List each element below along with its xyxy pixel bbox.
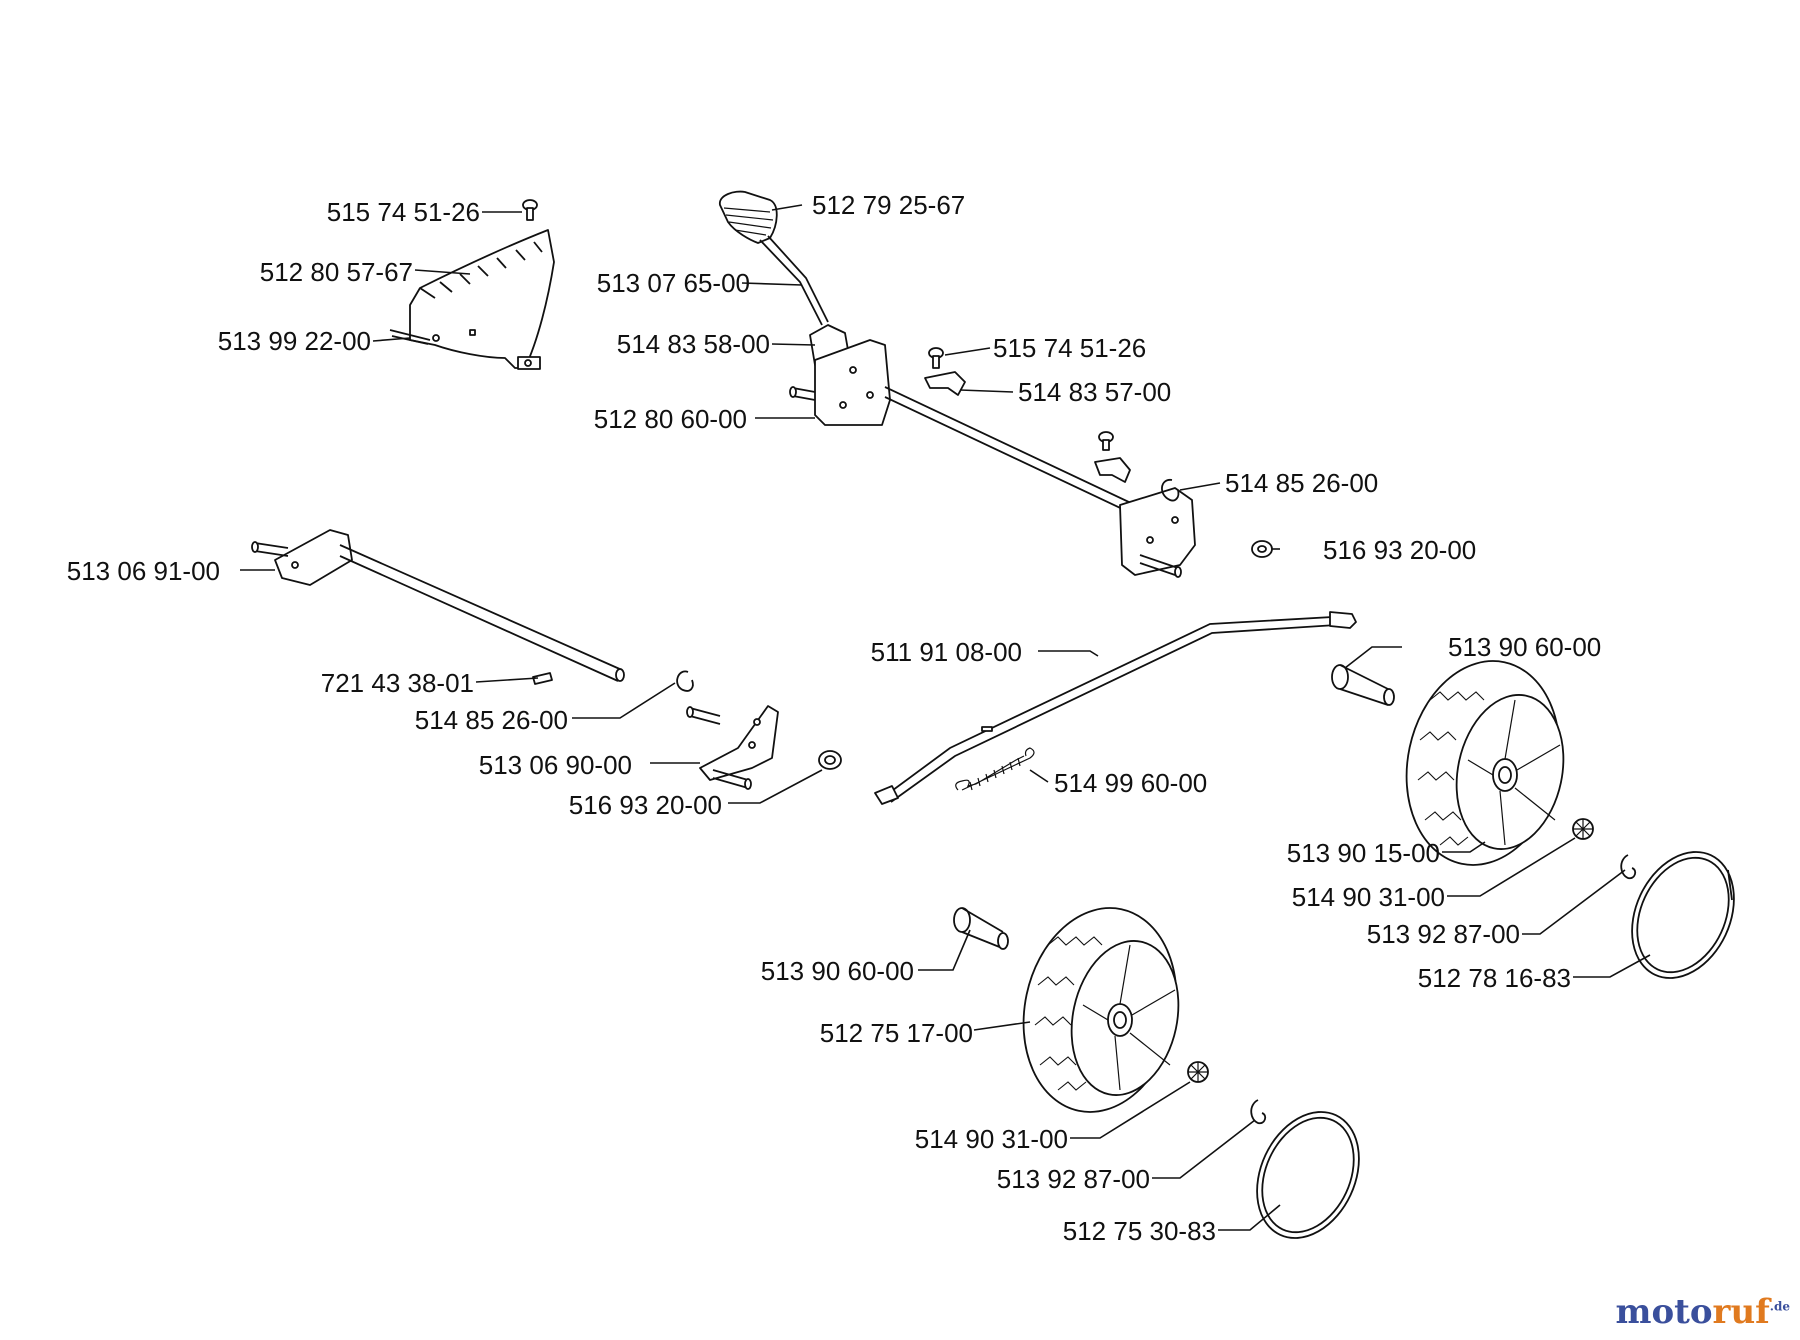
part-label: 514 99 60-00 [1054,768,1207,798]
rear-axle [251,529,625,682]
part-label: 513 90 60-00 [761,956,914,986]
axle-bolt-left [953,907,1009,950]
hub-star-right [1572,818,1594,840]
screw [522,199,538,221]
part-label: 512 80 57-67 [260,257,413,287]
part-label: 516 93 20-00 [569,790,722,820]
part-label: 514 90 31-00 [915,1124,1068,1154]
leader-lines [240,204,1651,1231]
part-label: 512 75 30-83 [1063,1216,1216,1246]
part-label: 514 83 58-00 [617,329,770,359]
link-rod [874,611,1357,805]
part-label: 513 07 65-00 [597,268,750,298]
hub-star-left [1187,1061,1209,1083]
part-label: 512 78 16-83 [1418,963,1571,993]
part-label: 514 90 31-00 [1292,882,1445,912]
part-label: 721 43 38-01 [321,668,474,698]
front-axle [789,324,1196,578]
part-label: 513 92 87-00 [1367,919,1520,949]
adjustment-cover [389,229,555,370]
axle-bolt-right [1331,664,1395,706]
part-label: 513 06 90-00 [479,750,632,780]
hubcap-left [1256,1111,1360,1239]
circlip-right [1620,854,1637,880]
part-label: 513 06 91-00 [67,556,220,586]
wheel-right [1405,660,1565,866]
e-clip-right [1161,479,1180,502]
part-label: 512 80 60-00 [594,404,747,434]
height-lever [719,190,829,326]
part-label: 513 92 87-00 [997,1164,1150,1194]
spring [955,747,1035,791]
part-label: 515 74 51-26 [993,333,1146,363]
part-label: 514 85 26-00 [1225,468,1378,498]
part-label: 515 74 51-26 [327,197,480,227]
part-label: 516 93 20-00 [1323,535,1476,565]
part-label: 512 79 25-67 [812,190,965,220]
clip-lower [1094,431,1131,483]
part-label: 513 99 22-00 [218,326,371,356]
part-label: 513 90 15-00 [1287,838,1440,868]
washer-right [1251,540,1273,558]
pin [532,672,553,685]
circlip-left [1250,1099,1267,1125]
part-label: 512 75 17-00 [820,1018,973,1048]
wheel-left [1022,907,1180,1113]
e-clip-left [676,670,694,692]
part-label: 511 91 08-00 [871,637,1022,667]
hubcap-right [1631,851,1735,979]
part-label: 513 90 60-00 [1448,632,1601,662]
part-label: 514 83 57-00 [1018,377,1171,407]
clip-upper [924,347,966,396]
part-label: 514 85 26-00 [415,705,568,735]
watermark-logo: motoruf.de [1615,1292,1790,1332]
rear-bracket [686,705,779,790]
washer-left [818,750,842,770]
